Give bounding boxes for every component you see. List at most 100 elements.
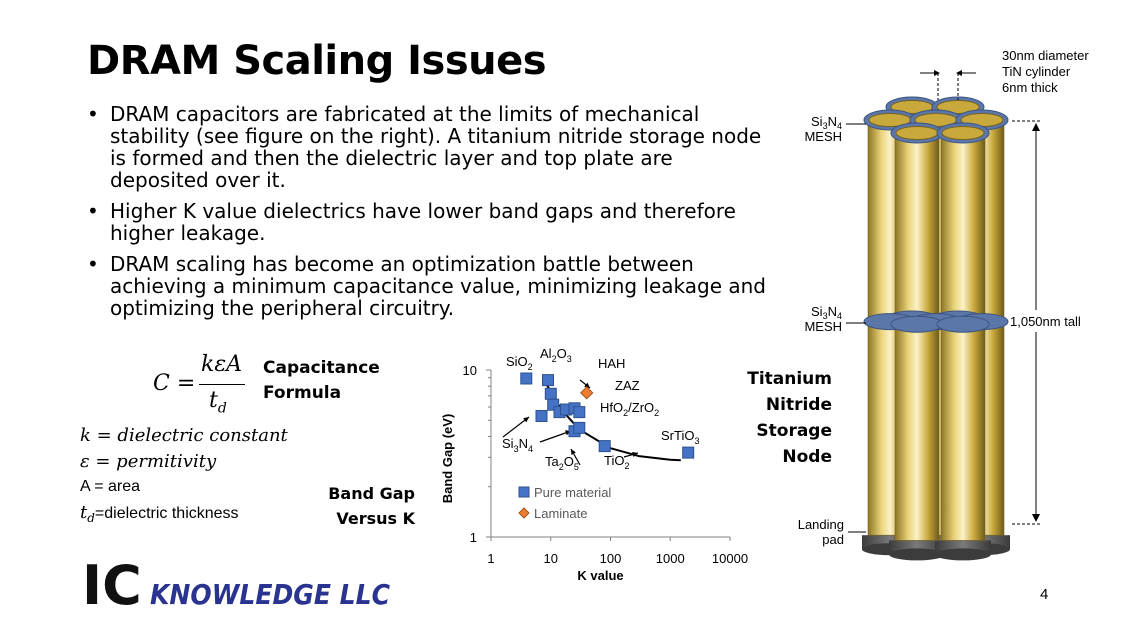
arrow-head: [956, 70, 962, 76]
label-sio2: SiO2: [506, 354, 533, 372]
arrow-head: [571, 449, 576, 455]
label-line: Node: [782, 447, 832, 467]
slide-title: DRAM Scaling Issues: [87, 38, 547, 84]
landing-pad-base: [889, 548, 945, 561]
fraction-bar: [199, 384, 245, 385]
y-tick-label: 10: [463, 363, 477, 378]
label-al2o3: Al2O3: [540, 346, 572, 364]
x-tick-label: 10000: [712, 551, 748, 566]
arrow-head: [1032, 123, 1040, 131]
mesh-ring-mid: [890, 315, 944, 333]
landing-pad-base: [935, 548, 991, 561]
legend-pure-marker: [518, 486, 530, 498]
pure-material-point: [520, 372, 533, 385]
definition-epsilon: ε = permitivity: [80, 451, 217, 472]
bandgap-versus-k-label: Band Gap Versus K: [325, 481, 415, 531]
landing-pad-label-line2: pad: [822, 532, 844, 547]
tin-cylinder: [894, 132, 940, 541]
t-symbol: t: [80, 502, 88, 523]
pure-material-point: [573, 421, 586, 434]
cylinder-opening: [936, 100, 980, 114]
pure-material-point: [573, 406, 586, 419]
arrow-head: [632, 452, 638, 457]
definition-thickness: td=dielectric thickness: [80, 502, 239, 525]
mesh-ring-mid: [936, 315, 990, 333]
legend-laminate-label: Laminate: [534, 506, 587, 521]
annotation-arrow: [502, 416, 530, 438]
ic-knowledge-logo: IC KNOWLEDGE LLC: [82, 554, 390, 617]
figure-annotations: 30nm diameter TiN cylinder 6nm thick Si3…: [798, 48, 1090, 547]
capacitor-structure-figure: 30nm diameter TiN cylinder 6nm thick Si3…: [798, 48, 1090, 561]
x-axis-label: K value: [577, 568, 623, 583]
label-line: Titanium: [747, 369, 832, 389]
x-tick-label: 10: [544, 551, 558, 566]
legend-laminate-marker: [518, 507, 530, 519]
label-srtio3: SrTiO3: [661, 428, 699, 446]
equation-lhs: C =: [153, 371, 196, 396]
bullet-item: DRAM capacitors are fabricated at the li…: [87, 103, 777, 191]
label-tio2: TiO2: [604, 453, 629, 471]
x-tick-label: 1: [487, 551, 494, 566]
pure-material-point: [544, 387, 557, 400]
page-number: 4: [1040, 586, 1049, 603]
label-line: Band Gap: [328, 484, 415, 503]
arrow-head: [584, 382, 590, 388]
bullet-list: DRAM capacitors are fabricated at the li…: [87, 103, 777, 328]
mesh-top-word: MESH: [804, 129, 842, 144]
diameter-label-line3: 6nm thick: [1002, 80, 1058, 95]
label-line: Versus K: [336, 509, 415, 528]
equation-denominator: td: [209, 388, 227, 417]
y-tick-label: 1: [470, 530, 477, 545]
bullet-item: DRAM scaling has become an optimization …: [87, 253, 777, 319]
label-si3n4: Si3N4: [502, 436, 533, 454]
label-hah: HAH: [598, 356, 625, 371]
laminate-point: [580, 386, 594, 400]
arrow-head: [1032, 514, 1040, 522]
arrow-head: [934, 70, 940, 76]
label-zaz: ZAZ: [615, 378, 640, 393]
titanium-nitride-label: Titanium Nitride Storage Node: [738, 366, 832, 470]
pure-material-point: [682, 446, 695, 459]
trend-line: [544, 381, 681, 462]
pure-material-point: [547, 398, 560, 411]
trend-curve: [544, 381, 681, 462]
annotation-arrow: [539, 430, 572, 443]
diameter-label-line1: 30nm diameter: [1002, 48, 1089, 63]
t-subscript: d: [87, 511, 95, 526]
arrow-head: [523, 417, 529, 423]
bullet-item: Higher K value dielectrics have lower ba…: [87, 200, 777, 244]
y-axis-label: Band Gap (eV): [440, 414, 455, 504]
definition-k: k = dielectric constant: [80, 425, 288, 446]
label-line: Nitride: [765, 395, 832, 415]
mesh-top-label: Si3N4: [811, 114, 842, 131]
mesh-mid-label: Si3N4: [811, 304, 842, 321]
logo-knowledge: KNOWLEDGE LLC: [150, 578, 390, 611]
pure-material-point: [598, 440, 611, 453]
capacitance-equation: C = kεA td: [153, 352, 253, 416]
cylinder-opening: [895, 126, 939, 140]
pure-material-point: [535, 410, 548, 422]
logo-ic: IC: [82, 554, 142, 617]
pure-material-point: [542, 374, 554, 387]
label-line: Capacitance: [263, 358, 380, 378]
capacitance-formula-label: Capacitance Formula: [263, 356, 380, 406]
height-label: 1,050nm tall: [1010, 314, 1081, 329]
label-line: Formula: [263, 383, 342, 403]
tin-cylinders: [862, 96, 1010, 561]
definition-area: A = area: [80, 478, 141, 495]
equation-numerator: kεA: [201, 352, 243, 377]
mesh-mid-word: MESH: [804, 319, 842, 334]
landing-pad-label-line1: Landing: [798, 517, 844, 532]
label-ta2o5: Ta2O5: [545, 454, 579, 472]
cylinder-opening: [941, 126, 985, 140]
label-hfo2-zro2: HfO2/ZrO2: [600, 400, 659, 418]
tin-cylinder: [940, 132, 986, 541]
diameter-label-line2: TiN cylinder: [1002, 64, 1071, 79]
x-tick-label: 100: [600, 551, 622, 566]
label-line: Storage: [756, 421, 832, 441]
t-definition: =dielectric thickness: [94, 505, 239, 522]
